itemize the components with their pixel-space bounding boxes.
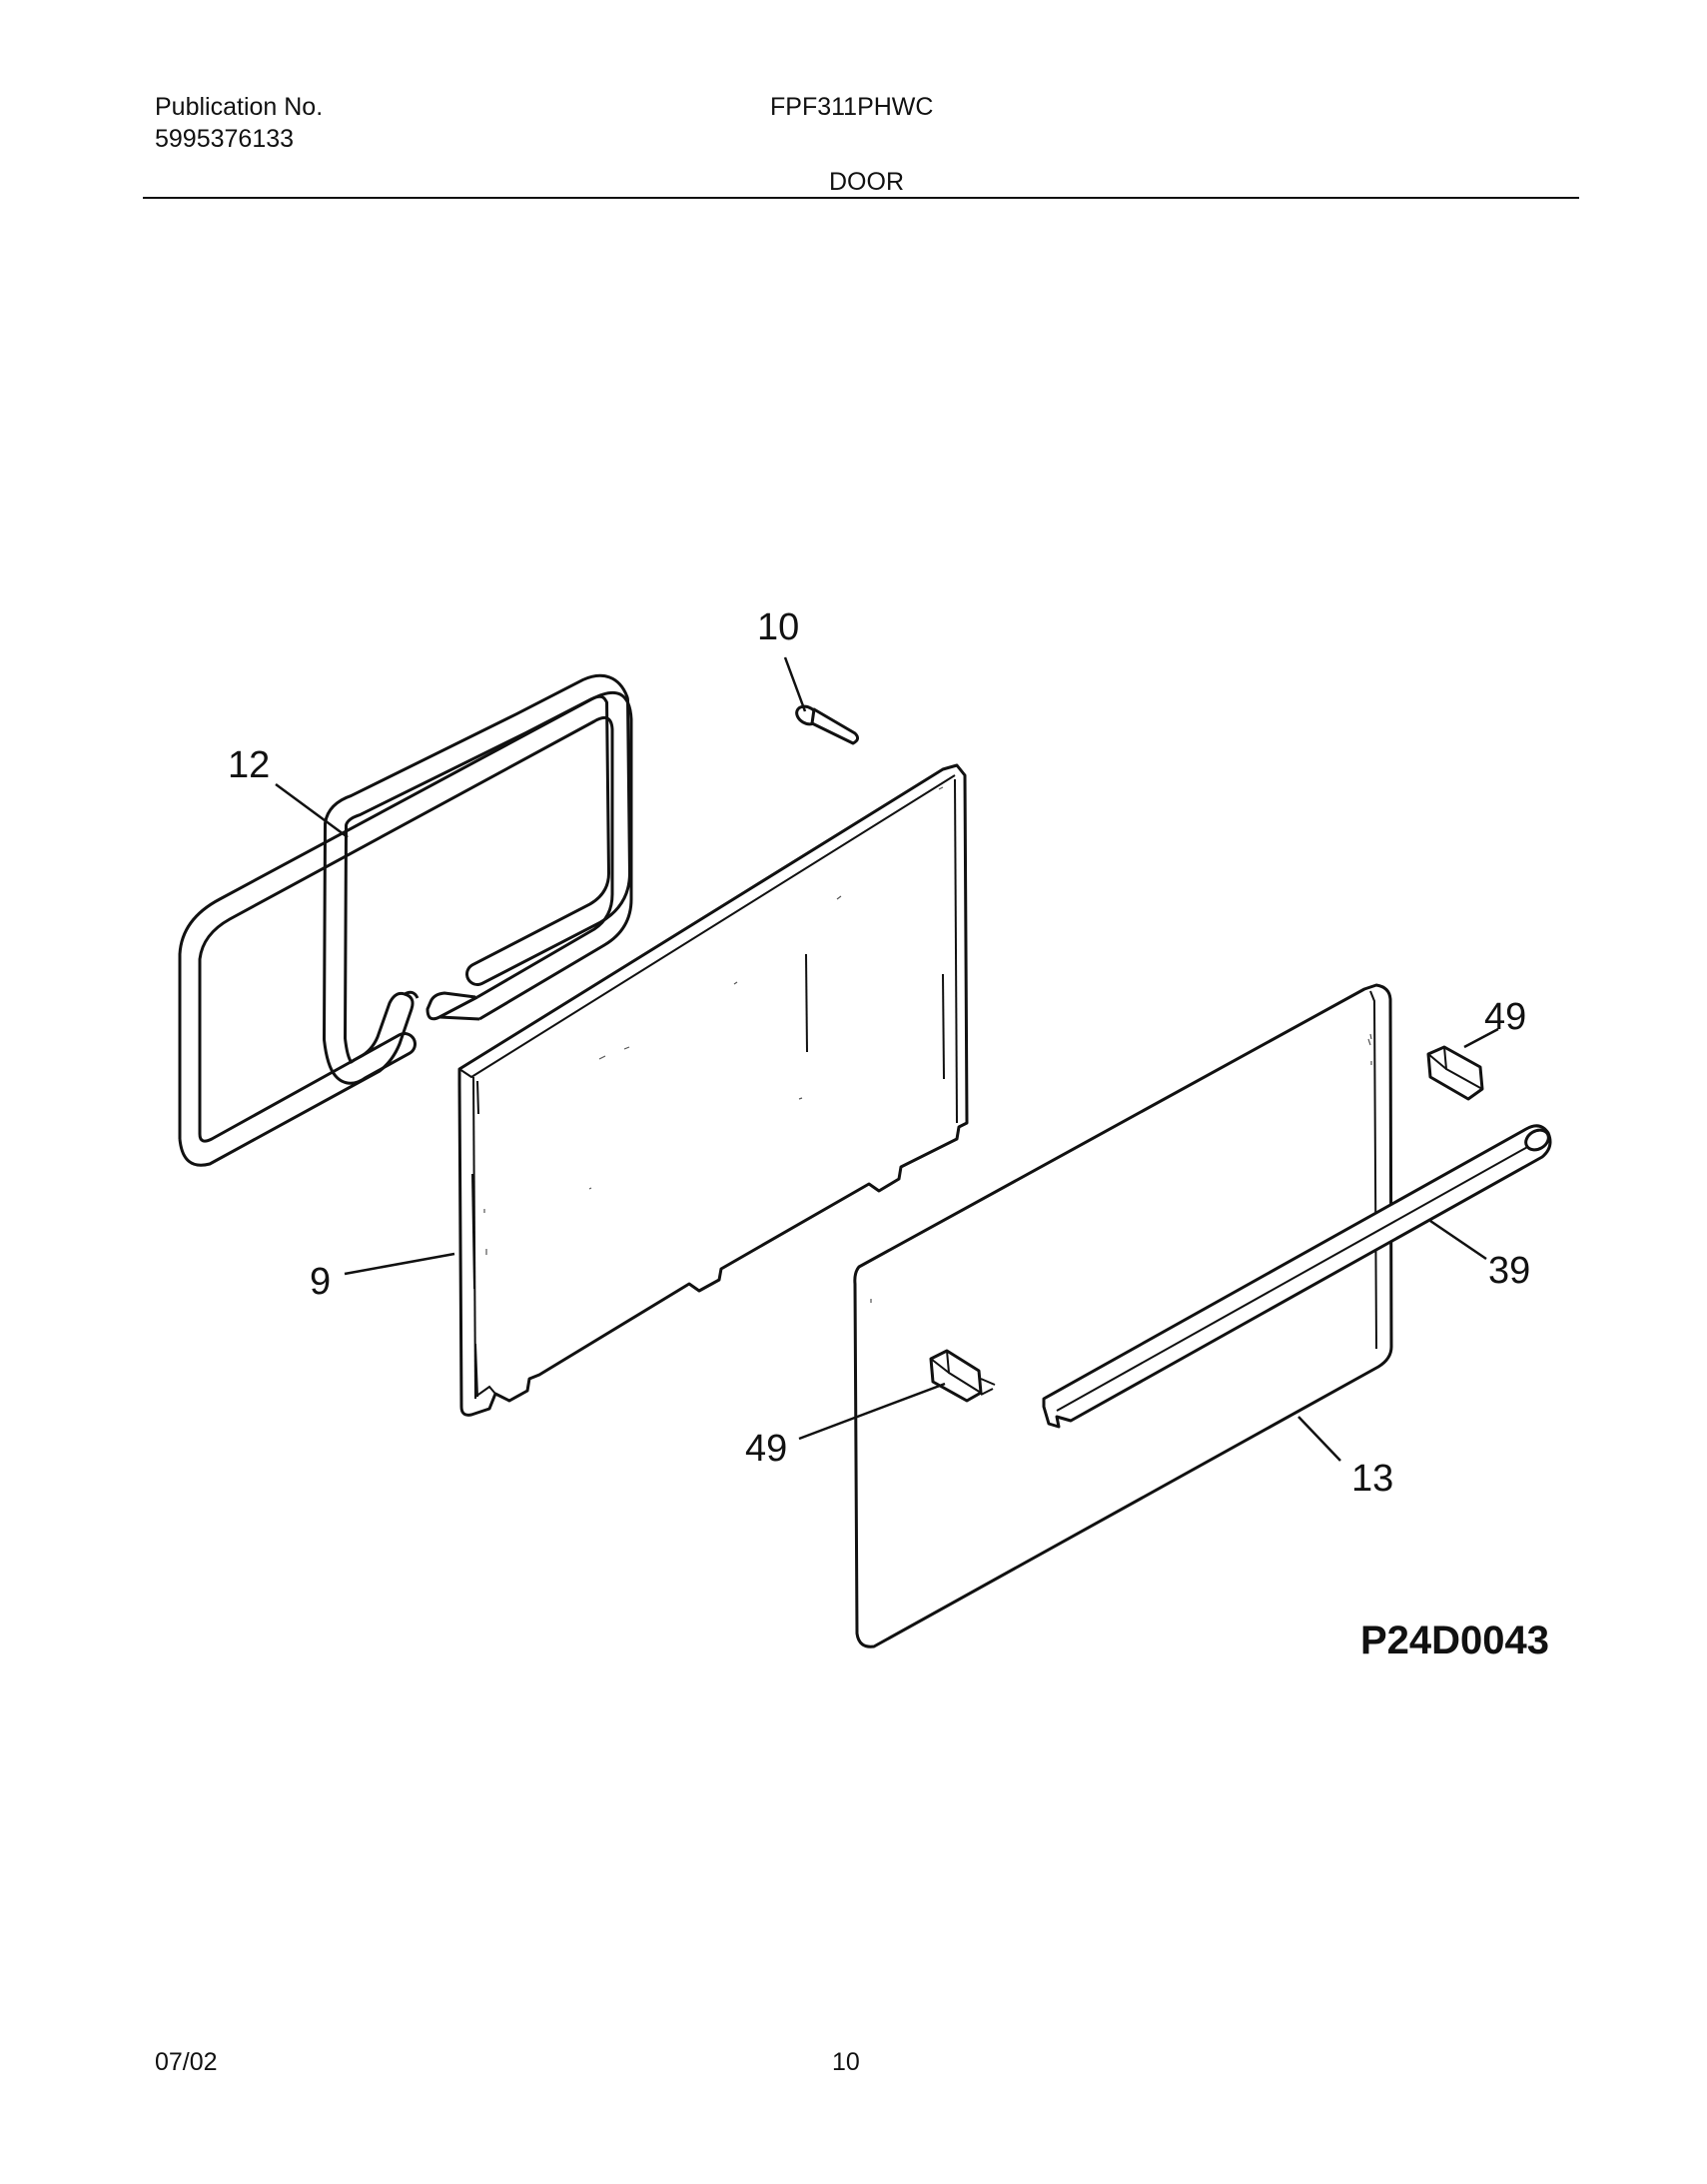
footer-date: 07/02 bbox=[155, 2048, 218, 2076]
publication-label: Publication No. bbox=[155, 93, 324, 121]
leader-end-cap-left bbox=[798, 1382, 946, 1441]
leader-screw bbox=[783, 656, 807, 712]
door-gasket-outline bbox=[178, 690, 633, 1167]
door-gasket bbox=[323, 673, 631, 1085]
callout-49-right: 49 bbox=[1484, 996, 1526, 1038]
inner-door-panel bbox=[457, 763, 969, 1417]
screw bbox=[795, 704, 860, 745]
callout-39: 39 bbox=[1488, 1250, 1530, 1292]
leader-inner-panel bbox=[344, 1252, 455, 1276]
handle-end-cap-right bbox=[1426, 1045, 1484, 1101]
section-title: DOOR bbox=[829, 168, 904, 196]
leader-handle bbox=[1429, 1219, 1487, 1261]
leader-gasket bbox=[275, 782, 349, 839]
callout-10: 10 bbox=[757, 606, 799, 648]
page-number: 10 bbox=[832, 2048, 860, 2076]
publication-number: 5995376133 bbox=[155, 125, 295, 153]
callout-12: 12 bbox=[228, 744, 270, 786]
door-handle bbox=[1042, 1124, 1552, 1429]
leader-outer-panel bbox=[1297, 1416, 1341, 1462]
leader-end-cap-right bbox=[1463, 1027, 1499, 1049]
model-number: FPF311PHWC bbox=[770, 93, 934, 121]
header-rule bbox=[143, 197, 1579, 199]
drawing-code: P24D0043 bbox=[1360, 1619, 1549, 1662]
callout-13: 13 bbox=[1351, 1458, 1393, 1500]
callout-49-left: 49 bbox=[745, 1428, 787, 1470]
handle-end-cap-left bbox=[929, 1349, 996, 1403]
callout-9: 9 bbox=[310, 1261, 331, 1303]
